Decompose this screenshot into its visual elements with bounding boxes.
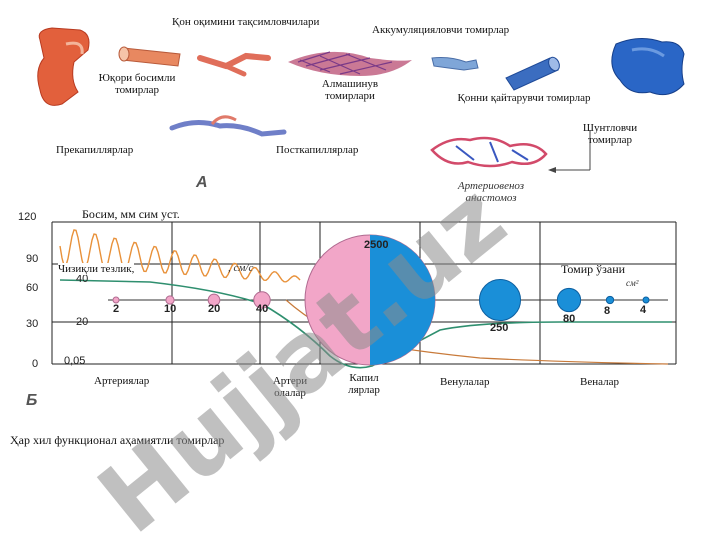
cross-section-value-8: 4 bbox=[640, 304, 647, 316]
cross-section-value-2: 20 bbox=[208, 303, 221, 315]
cross-section-circle-1 bbox=[165, 295, 175, 305]
cross-section-value-7: 8 bbox=[604, 304, 611, 317]
postcapillaries-label: Посткапиллярлар bbox=[276, 144, 359, 156]
velocity-tick-20: 20 bbox=[76, 316, 89, 328]
accumulating-vessels-label: Аккумуляцияловчи томирлар bbox=[372, 24, 510, 36]
cross-section-value-0: 2 bbox=[113, 303, 120, 315]
cross-section-circle-0 bbox=[112, 296, 120, 304]
section-label-arteries: Артериялар bbox=[94, 375, 150, 387]
velocity-axis-label: Чизиқли тезлик, bbox=[58, 263, 135, 275]
cross-section-value-4: 2500 bbox=[364, 239, 389, 251]
y-tick-60: 60 bbox=[26, 282, 39, 294]
cross-section-value-5: 250 bbox=[490, 321, 509, 334]
shunting-vessels-label: Шунтловчи томирлар bbox=[582, 122, 638, 146]
panel-b-letter: Б bbox=[26, 392, 38, 409]
y-tick-90: 90 bbox=[26, 253, 39, 265]
vena-cava-drawing bbox=[611, 38, 685, 96]
precapillaries-label: Прекапиллярлар bbox=[56, 144, 134, 156]
cross-section-unit-label: см² bbox=[626, 278, 639, 288]
pressure-axis-label: Босим, мм сим уст. bbox=[82, 207, 180, 221]
vessel-types-illustration bbox=[37, 27, 685, 173]
cross-section-circle-7 bbox=[605, 295, 615, 305]
anastomosis-label: Артериовеноз анастомоз bbox=[457, 180, 525, 204]
velocity-tick-005: 0,05 bbox=[64, 355, 86, 367]
capillary-venous-half bbox=[370, 235, 435, 365]
cross-section-circle-5 bbox=[478, 278, 522, 322]
cross-section-circles bbox=[112, 234, 650, 366]
section-label-veins: Веналар bbox=[580, 376, 619, 388]
y-tick-120: 120 bbox=[18, 211, 37, 223]
return-vessels-label: Қонни қайтарувчи томирлар bbox=[457, 92, 591, 104]
arteriovenous-anastomosis-drawing bbox=[430, 130, 591, 173]
velocity-unit-label: , см/с bbox=[228, 262, 254, 274]
capillary-network-drawing bbox=[288, 51, 412, 76]
branching-artery-drawing bbox=[197, 52, 271, 77]
section-label-capillaries: Капил лярлар bbox=[348, 372, 380, 396]
cross-section-axis-label: Томир ўзани bbox=[560, 262, 626, 276]
figure-caption: Ҳар хил функционал аҳамиятли томирлар bbox=[10, 433, 225, 447]
section-label-arterioles: Артери олалар bbox=[272, 375, 308, 399]
distribution-vessels-label: Қон оқимини тақсимловчилари bbox=[172, 16, 320, 28]
aorta-drawing bbox=[37, 27, 90, 106]
panel-a-letter: A bbox=[196, 174, 208, 191]
distributing-artery-drawing bbox=[118, 46, 181, 67]
venule-drawing bbox=[431, 57, 479, 71]
y-tick-30: 30 bbox=[26, 318, 39, 330]
cross-section-value-3: 40 bbox=[256, 303, 269, 315]
cross-section-value-1: 10 bbox=[164, 303, 177, 315]
hemodynamics-chart bbox=[51, 221, 677, 369]
velocity-tick-40: 40 bbox=[76, 273, 89, 285]
pressure-curve bbox=[59, 229, 301, 283]
exchange-vessels-label: Алмашинув томирлари bbox=[321, 78, 379, 102]
section-label-venules: Венулалар bbox=[440, 376, 490, 388]
high-pressure-vessels-label: Юқори босимли томирлар bbox=[98, 72, 176, 96]
cross-section-circle-3 bbox=[253, 291, 271, 309]
cross-section-circle-8 bbox=[642, 296, 650, 304]
cross-section-value-6: 80 bbox=[563, 312, 576, 325]
vein-drawing bbox=[505, 56, 560, 91]
cross-section-circle-2 bbox=[207, 293, 221, 307]
y-tick-0: 0 bbox=[32, 358, 39, 370]
cross-section-circle-6 bbox=[556, 287, 582, 313]
velocity-curve bbox=[59, 279, 672, 369]
precapillary-drawing bbox=[169, 115, 287, 137]
